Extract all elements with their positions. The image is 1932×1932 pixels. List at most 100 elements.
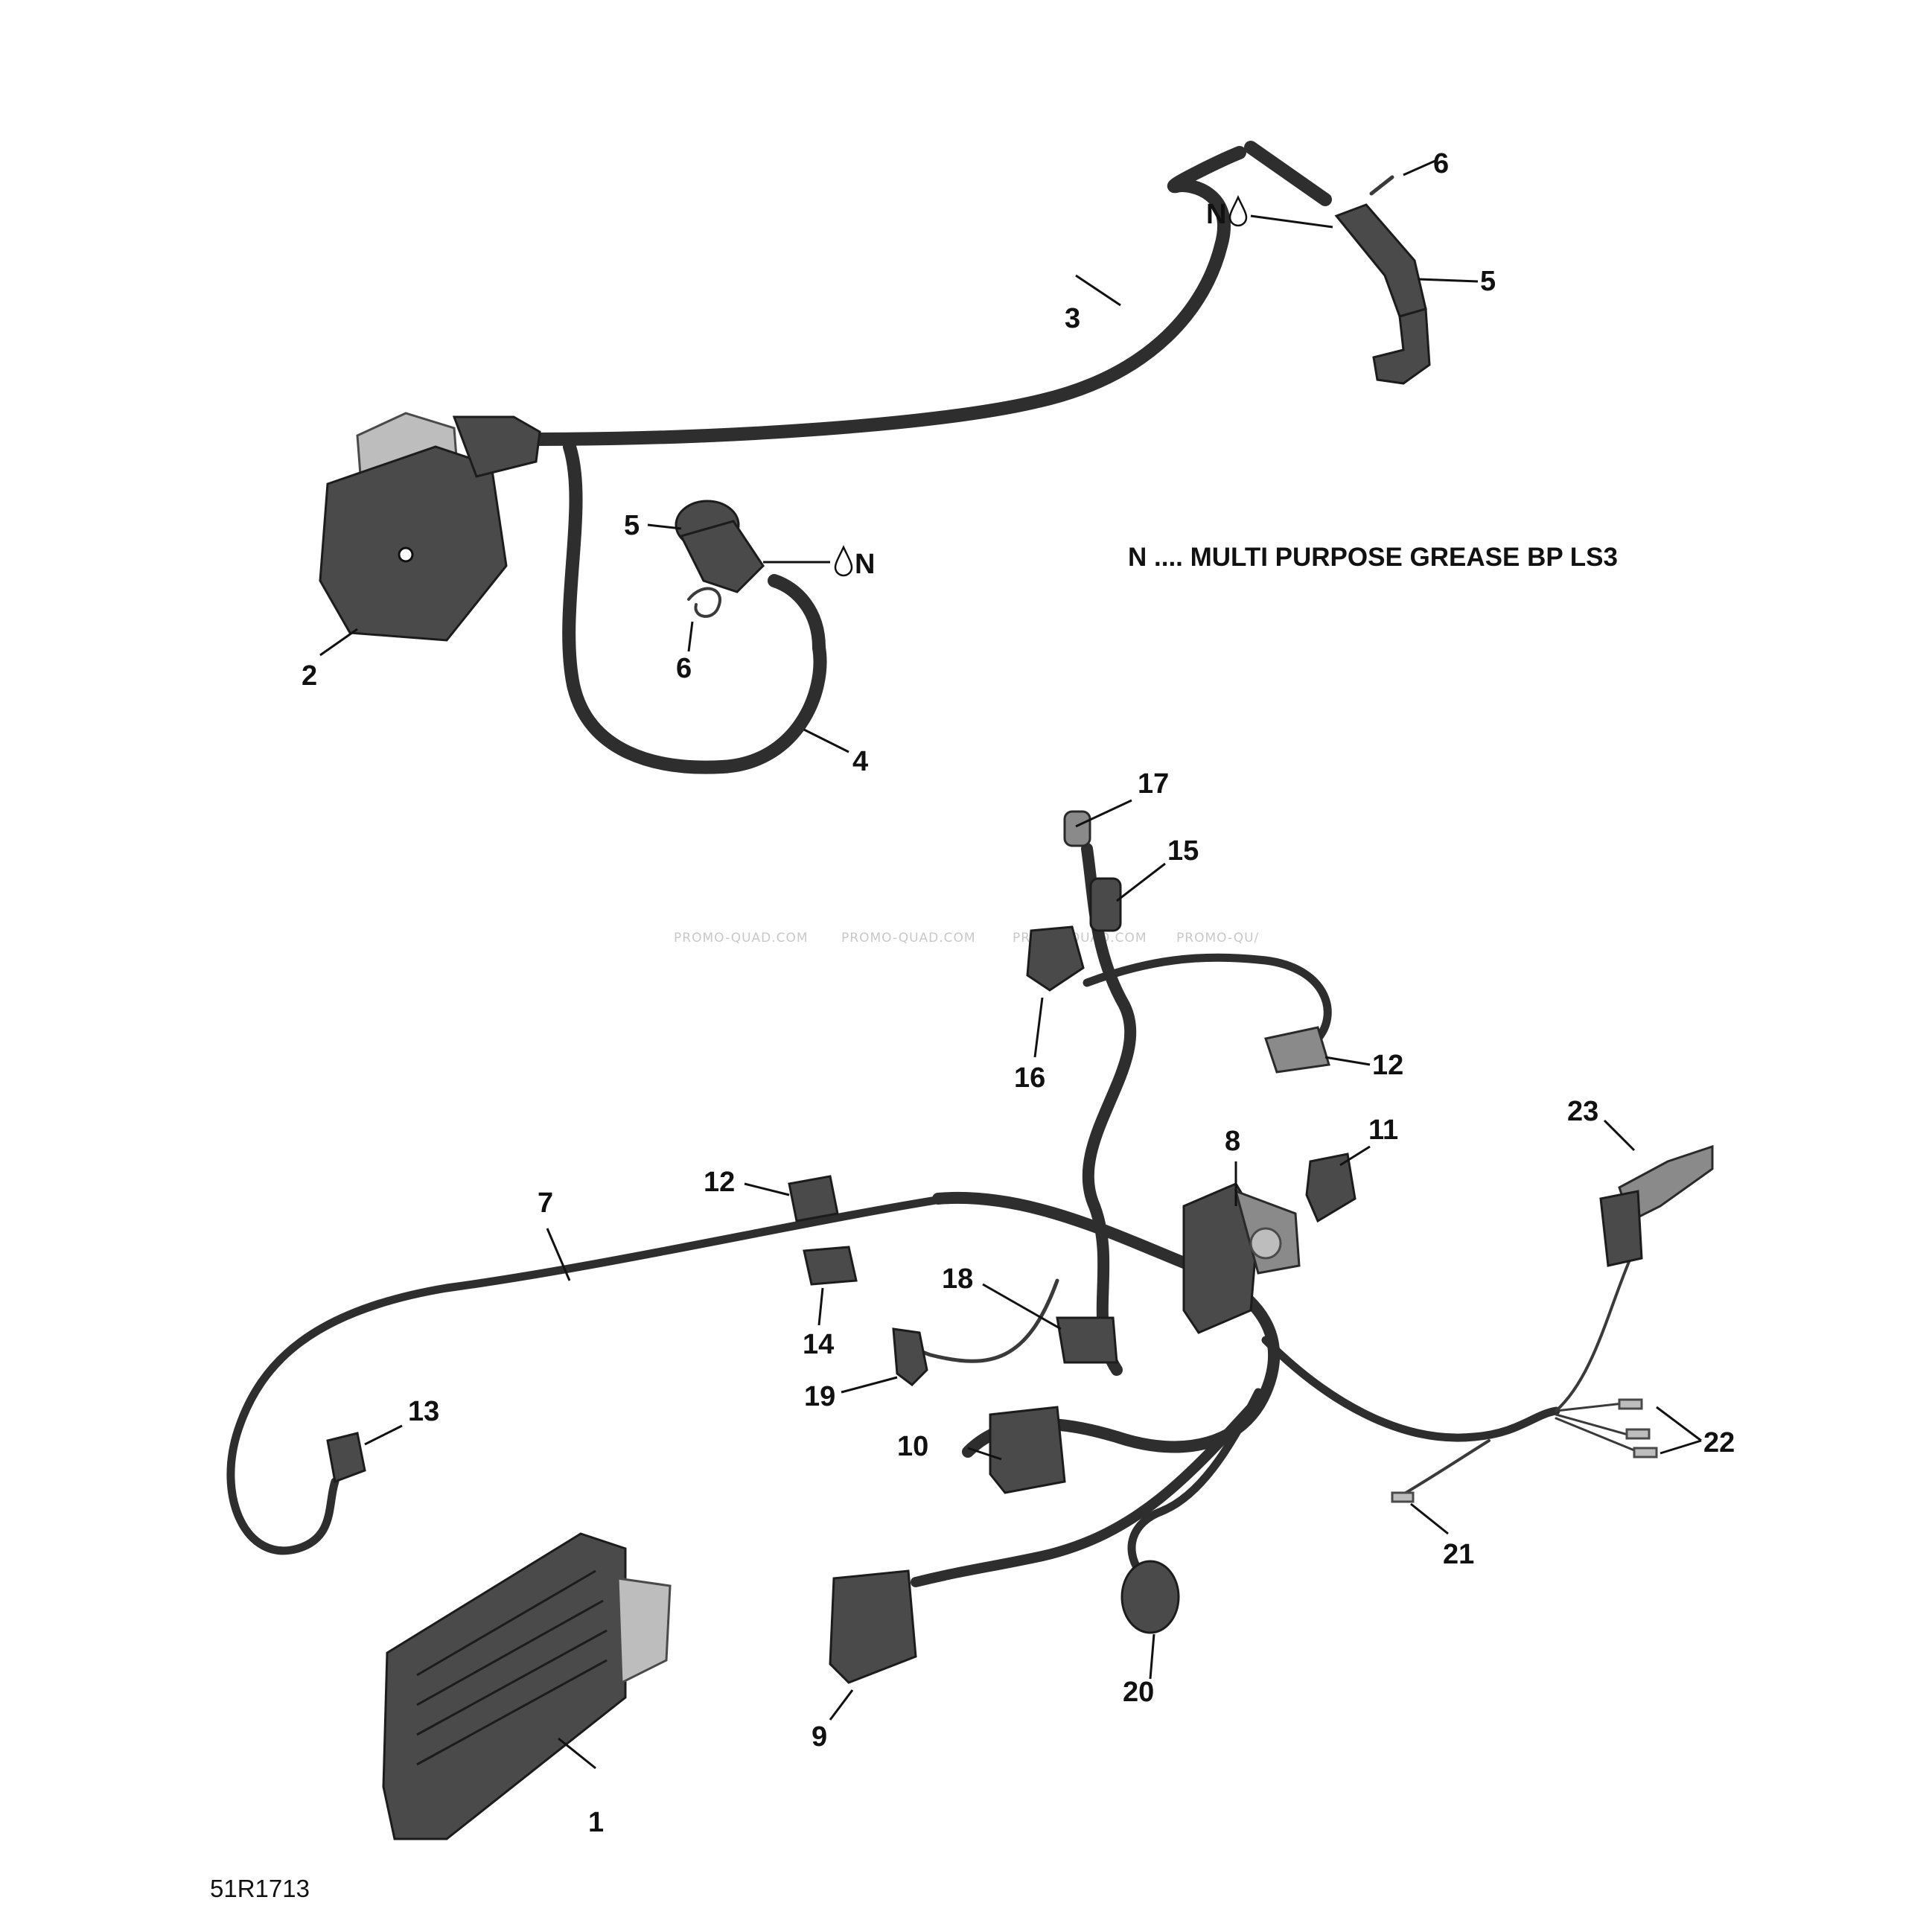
grease-mark-lower-letter: N bbox=[855, 549, 875, 580]
harness-trunk-vertical bbox=[1081, 843, 1137, 1376]
callout-3: 3 bbox=[1065, 303, 1080, 334]
leader-17 bbox=[1075, 799, 1132, 828]
ht-lead-3 bbox=[526, 146, 1246, 446]
grease-mark-top: N bbox=[1206, 195, 1248, 230]
wiring-harness-assembly bbox=[226, 810, 1714, 1684]
terminal-21 bbox=[1391, 1491, 1415, 1503]
watermark-text-4: PROMO-QU/ bbox=[1176, 931, 1259, 946]
connector-18 bbox=[1056, 1316, 1118, 1364]
harness-branch-20 bbox=[1127, 1388, 1263, 1575]
leader-15 bbox=[1116, 862, 1166, 902]
harness-trunk-main bbox=[932, 1192, 1281, 1458]
callout-15: 15 bbox=[1167, 835, 1199, 867]
callout-6-top: 6 bbox=[1433, 148, 1449, 179]
callout-20: 20 bbox=[1123, 1677, 1154, 1708]
grease-mark-lower: N bbox=[834, 545, 875, 580]
leader-12-right bbox=[1324, 1056, 1371, 1066]
ht-lead-3-sleeve bbox=[1244, 141, 1332, 206]
connector-16 bbox=[1026, 925, 1085, 992]
ecm-connector-8 bbox=[1182, 1182, 1301, 1334]
leader-9 bbox=[829, 1689, 854, 1721]
connector-11 bbox=[1305, 1152, 1356, 1223]
ecm-fin-3 bbox=[416, 1629, 608, 1736]
callout-10: 10 bbox=[897, 1431, 928, 1462]
coil-mount-hole bbox=[398, 546, 414, 563]
coil-body bbox=[319, 445, 508, 642]
leader-6-top bbox=[1403, 159, 1438, 176]
connector-12-right bbox=[1264, 1026, 1330, 1074]
leader-7 bbox=[546, 1228, 571, 1281]
lubricant-legend: N .... MULTI PURPOSE GREASE BP LS3 bbox=[1128, 543, 1618, 572]
callout-9: 9 bbox=[812, 1721, 827, 1753]
spring-clip-lower bbox=[687, 587, 721, 618]
terminal-22b bbox=[1625, 1428, 1651, 1440]
callout-11: 11 bbox=[1368, 1115, 1398, 1146]
leader-3 bbox=[1075, 274, 1121, 307]
harness-branch-22 bbox=[1261, 1336, 1560, 1442]
callout-1: 1 bbox=[588, 1807, 604, 1838]
sensor-19 bbox=[892, 1327, 928, 1386]
callout-14: 14 bbox=[803, 1329, 834, 1360]
harness-branch-9 bbox=[911, 1387, 1271, 1587]
harness-branch-7 bbox=[226, 1194, 950, 1555]
grease-mark-top-letter: N bbox=[1206, 199, 1226, 230]
callout-7: 7 bbox=[538, 1187, 553, 1219]
grease-drop-icon bbox=[1228, 195, 1248, 227]
connector-14 bbox=[803, 1246, 858, 1286]
diagram-reference-code: 51R1713 bbox=[210, 1875, 310, 1902]
ignition-coil bbox=[319, 412, 541, 642]
callout-22: 22 bbox=[1703, 1427, 1735, 1458]
terminal-22c bbox=[1633, 1447, 1658, 1458]
callout-8: 8 bbox=[1225, 1126, 1240, 1157]
watermark: PROMO-QUAD.COM PROMO-QUAD.COM PROMO-QUAD… bbox=[674, 931, 1259, 946]
spark-plug-cap-top-boot bbox=[1334, 203, 1427, 318]
terminal-22a bbox=[1618, 1398, 1643, 1410]
leader-22a bbox=[1656, 1406, 1702, 1442]
connector-13 bbox=[326, 1432, 366, 1484]
wire-19 bbox=[906, 1278, 1059, 1363]
watermark-text-2: PROMO-QUAD.COM bbox=[841, 931, 976, 946]
leader-4 bbox=[803, 728, 849, 753]
ht-lead-4 bbox=[562, 440, 827, 774]
spark-plug-cap-lower bbox=[675, 500, 765, 593]
leader-n-top bbox=[1250, 214, 1333, 229]
spark-plug-cap-top-end bbox=[1372, 307, 1431, 385]
grease-drop-icon bbox=[834, 545, 853, 577]
wire-21 bbox=[1398, 1439, 1491, 1498]
ecm-connector-pivot bbox=[1249, 1227, 1282, 1260]
leader-13 bbox=[364, 1424, 403, 1446]
callout-18: 18 bbox=[942, 1263, 973, 1295]
watermark-text-1: PROMO-QUAD.COM bbox=[674, 931, 809, 946]
leader-21 bbox=[1410, 1502, 1449, 1535]
coil-tower bbox=[452, 415, 541, 478]
callout-13: 13 bbox=[408, 1396, 439, 1427]
connector-20 bbox=[1120, 1560, 1180, 1634]
callout-5-top: 5 bbox=[1480, 266, 1496, 297]
callout-21: 21 bbox=[1443, 1539, 1474, 1570]
connector-12-left bbox=[788, 1175, 839, 1222]
ecm-fin-1 bbox=[416, 1569, 596, 1677]
callout-23: 23 bbox=[1567, 1096, 1598, 1127]
leader-12-left bbox=[744, 1182, 790, 1196]
wire-22b bbox=[1555, 1413, 1632, 1437]
ecm-fin-4 bbox=[416, 1659, 608, 1766]
connector-9 bbox=[829, 1569, 917, 1684]
spark-plug-cap-top bbox=[1334, 203, 1431, 385]
connector-15 bbox=[1089, 877, 1122, 932]
wire-22a bbox=[1555, 1402, 1625, 1412]
connector-23-body bbox=[1599, 1190, 1643, 1267]
leader-22b bbox=[1660, 1439, 1702, 1455]
ignition-coil-assembly bbox=[319, 141, 1431, 774]
callout-16: 16 bbox=[1014, 1062, 1045, 1094]
spring-clip-top bbox=[1369, 175, 1394, 196]
callout-12-right: 12 bbox=[1372, 1050, 1403, 1081]
leader-5-lower bbox=[647, 523, 682, 530]
leader-11 bbox=[1339, 1145, 1371, 1167]
leader-16 bbox=[1033, 997, 1044, 1058]
leader-5-top bbox=[1418, 278, 1479, 283]
ecm-module bbox=[382, 1532, 672, 1840]
callout-12-left: 12 bbox=[704, 1167, 735, 1198]
callout-19: 19 bbox=[804, 1381, 835, 1412]
leader-2 bbox=[319, 628, 358, 657]
